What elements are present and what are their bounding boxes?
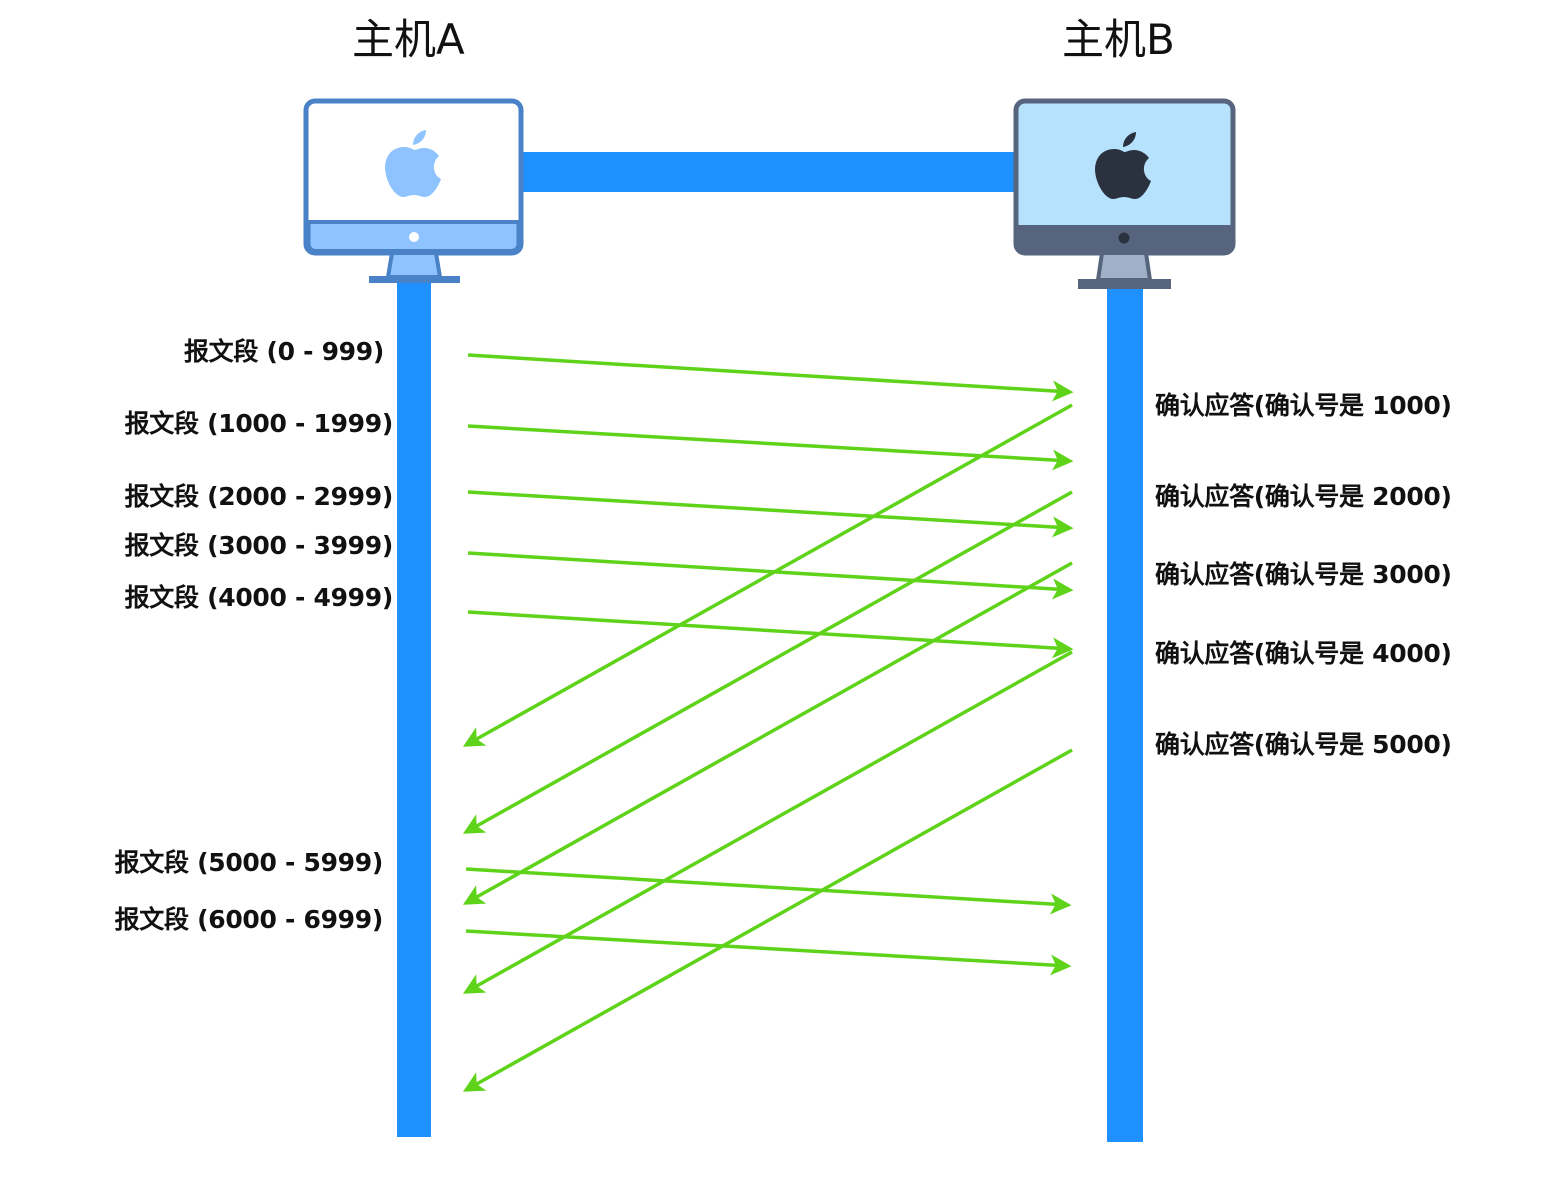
ack-label: 确认应答(确认号是 1000) bbox=[1155, 391, 1452, 420]
segment-label: 报文段 (4000 - 4999) bbox=[124, 583, 394, 612]
host-b-computer-icon bbox=[1013, 98, 1236, 289]
apple-logo-icon bbox=[385, 130, 441, 197]
ack-label: 确认应答(确认号是 4000) bbox=[1155, 639, 1452, 668]
segment-arrow bbox=[467, 490, 1074, 538]
segment-label: 报文段 (3000 - 3999) bbox=[124, 531, 394, 560]
ack-arrow bbox=[462, 650, 1073, 994]
segment-label: 报文段 (0 - 999) bbox=[183, 337, 384, 366]
host-b-lifeline bbox=[1107, 286, 1143, 1142]
segment-label: 报文段 (5000 - 5999) bbox=[114, 848, 384, 877]
host-a-title: 主机A bbox=[352, 15, 465, 64]
segment-arrow bbox=[467, 610, 1074, 659]
ack-label: 确认应答(确认号是 5000) bbox=[1155, 730, 1452, 759]
ack-label: 确认应答(确认号是 2000) bbox=[1155, 482, 1452, 511]
segment-arrow bbox=[465, 929, 1072, 976]
network-link bbox=[520, 152, 1020, 192]
segment-arrow bbox=[467, 551, 1074, 600]
apple-logo-icon bbox=[1095, 132, 1151, 199]
ack-arrow bbox=[462, 748, 1073, 1092]
segment-arrow bbox=[467, 424, 1074, 471]
host-a-lifeline bbox=[397, 280, 431, 1137]
host-a-computer-icon bbox=[303, 98, 524, 283]
ack-arrow bbox=[462, 561, 1073, 905]
ack-arrow bbox=[462, 490, 1073, 834]
segment-arrow bbox=[467, 353, 1074, 402]
host-b-title: 主机B bbox=[1062, 15, 1175, 64]
segment-label: 报文段 (1000 - 1999) bbox=[124, 409, 394, 438]
ack-arrow bbox=[462, 403, 1073, 747]
segment-label: 报文段 (2000 - 2999) bbox=[124, 482, 394, 511]
segment-label: 报文段 (6000 - 6999) bbox=[114, 905, 384, 934]
ack-label: 确认应答(确认号是 3000) bbox=[1155, 560, 1452, 589]
segment-arrow bbox=[465, 867, 1072, 915]
